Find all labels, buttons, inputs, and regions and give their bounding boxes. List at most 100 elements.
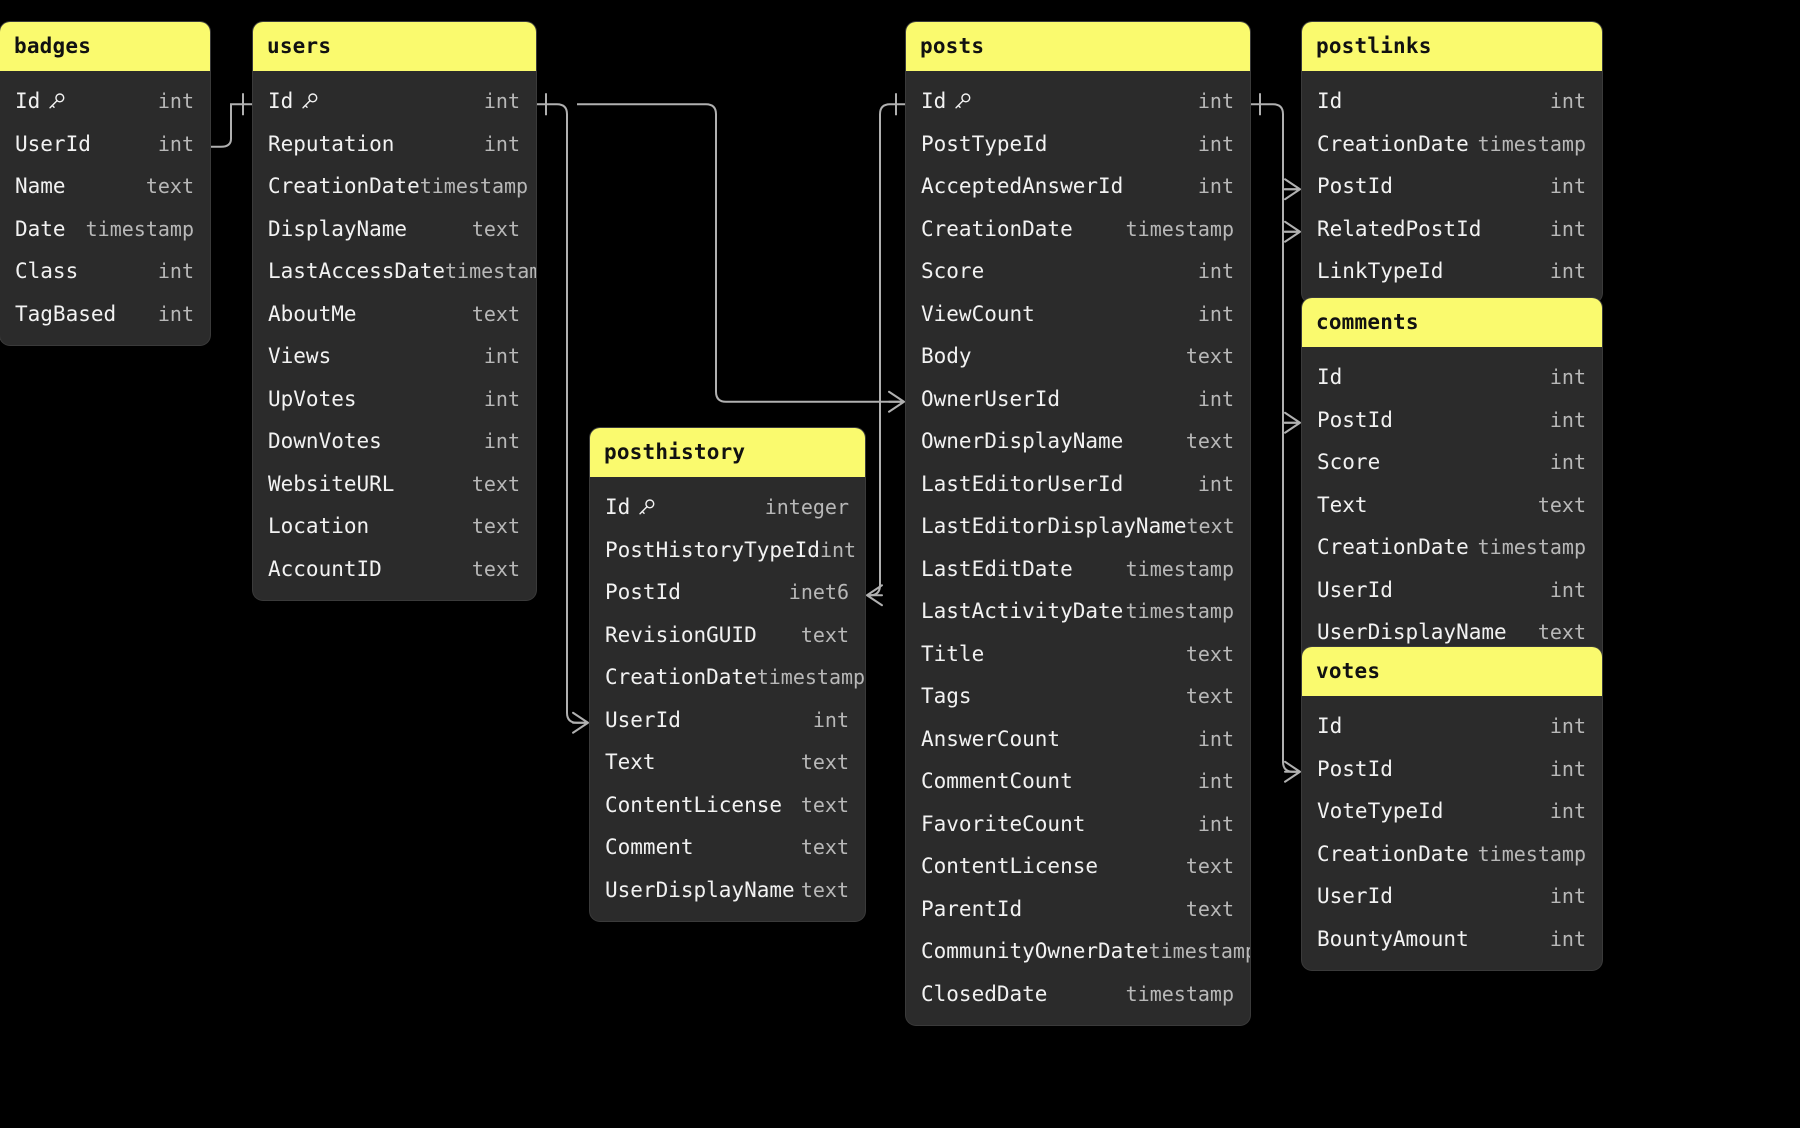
- column-name-label: PostId: [1317, 174, 1393, 199]
- table-title-badges: badges: [0, 22, 210, 71]
- column-name: LastEditorDisplayName: [921, 514, 1187, 538]
- column-type: int: [483, 386, 520, 411]
- column-type: text: [800, 792, 849, 817]
- table-title-postlinks: postlinks: [1302, 22, 1602, 71]
- column-type: int: [1549, 884, 1586, 909]
- column-name-label: CreationDate: [605, 665, 757, 690]
- column-name-label: CreationDate: [921, 216, 1073, 241]
- column-name: Id: [268, 89, 319, 113]
- column-name: UserId: [1317, 884, 1393, 908]
- column-name-label: Tags: [921, 684, 972, 709]
- relationship-line: [1250, 103, 1300, 773]
- column-type: int: [1549, 174, 1586, 199]
- column-name-label: Text: [1317, 492, 1368, 517]
- column-row[interactable]: LastAccessDatetimestamp: [253, 250, 536, 293]
- column-name-label: UserDisplayName: [605, 877, 795, 902]
- column-name: PostTypeId: [921, 132, 1047, 156]
- column-row[interactable]: UserId int: [1302, 875, 1602, 918]
- column-name-label: LastActivityDate: [921, 599, 1124, 624]
- column-row[interactable]: PostId int: [1302, 165, 1602, 208]
- column-name-label: UserId: [605, 707, 681, 732]
- column-type: int: [1549, 407, 1586, 432]
- column-type: int: [1197, 174, 1234, 199]
- column-name: ClosedDate: [921, 982, 1047, 1006]
- cardinality-many-marker: [1284, 411, 1301, 434]
